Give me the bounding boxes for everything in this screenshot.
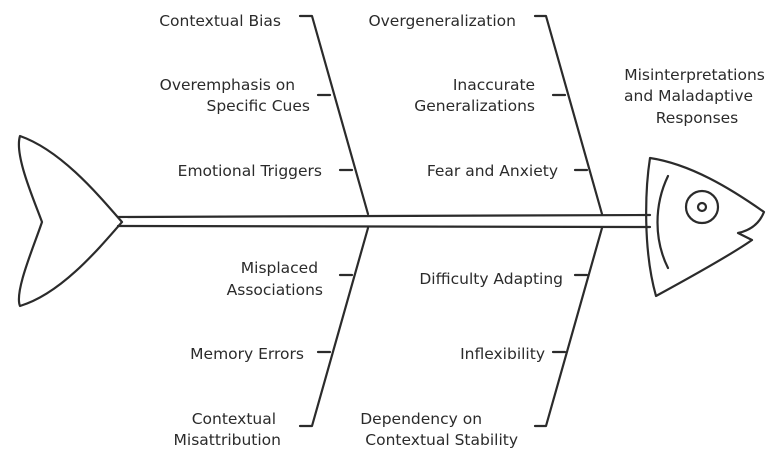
fish-spine [116,213,652,229]
cause-contextual-misattribution: Contextual Misattribution [174,410,281,449]
cause-inflexibility: Inflexibility [460,345,545,363]
cause-memory-errors: Memory Errors [190,345,304,363]
fish-head [645,156,766,298]
fish-eye-icon [684,189,720,225]
cause-contextual-bias: Contextual Bias [159,12,281,30]
cause-overgeneralization: Overgeneralization [368,12,516,30]
cause-overemphasis-on-specific-cues: Overemphasis on Specific Cues [160,76,310,115]
fish-bones [298,14,604,428]
branch-ticks [316,93,589,354]
effect-label: Misinterpretations and Maladaptive Respo… [624,66,770,127]
cause-emotional-triggers: Emotional Triggers [178,162,322,180]
cause-difficulty-adapting: Difficulty Adapting [419,270,563,288]
cause-misplaced-associations: Misplaced Associations [227,259,323,299]
cause-fear-and-anxiety: Fear and Anxiety [427,162,558,180]
fish-tail [17,134,124,308]
cause-inaccurate-generalizations: Inaccurate Generalizations [414,76,540,115]
cause-dependency-on-contextual-stability: Dependency on Contextual Stability [360,410,518,449]
